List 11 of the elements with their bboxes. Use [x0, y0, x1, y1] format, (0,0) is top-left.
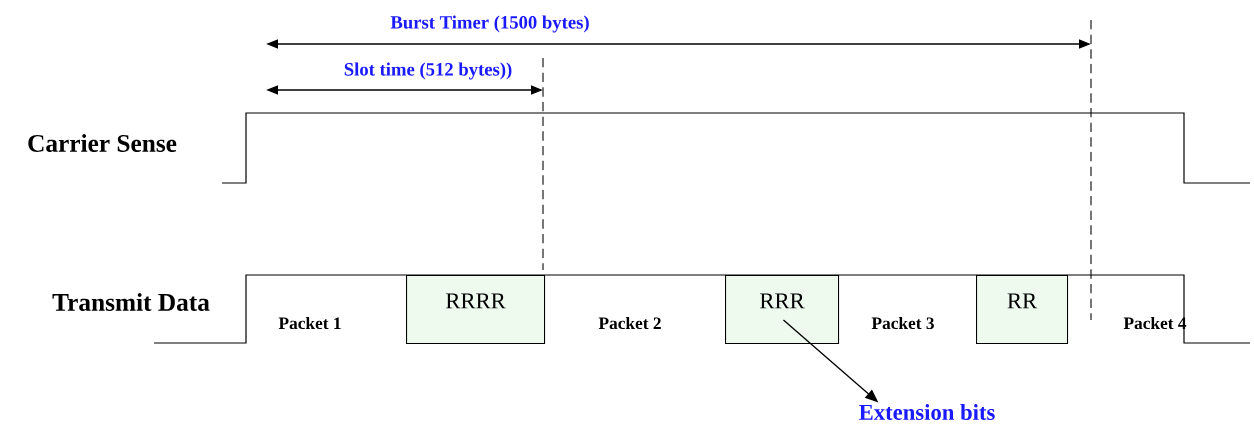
extension-bits-box: RRR	[725, 275, 840, 345]
packet-label: Packet 2	[598, 316, 661, 330]
extension-bits-box: RRRR	[406, 275, 546, 345]
packet-label: Packet 1	[278, 316, 341, 330]
callout-text: Extension bits	[859, 404, 995, 420]
signal-name: Transmit Data	[52, 293, 210, 311]
dimension-label: Slot time (512 bytes))	[344, 62, 512, 80]
packet-label: Packet 3	[871, 316, 934, 330]
signal-name: Carrier Sense	[28, 134, 177, 152]
dimension-label: Burst Timer (1500 bytes)	[390, 15, 589, 33]
extension-bits-box: RR	[976, 275, 1069, 345]
